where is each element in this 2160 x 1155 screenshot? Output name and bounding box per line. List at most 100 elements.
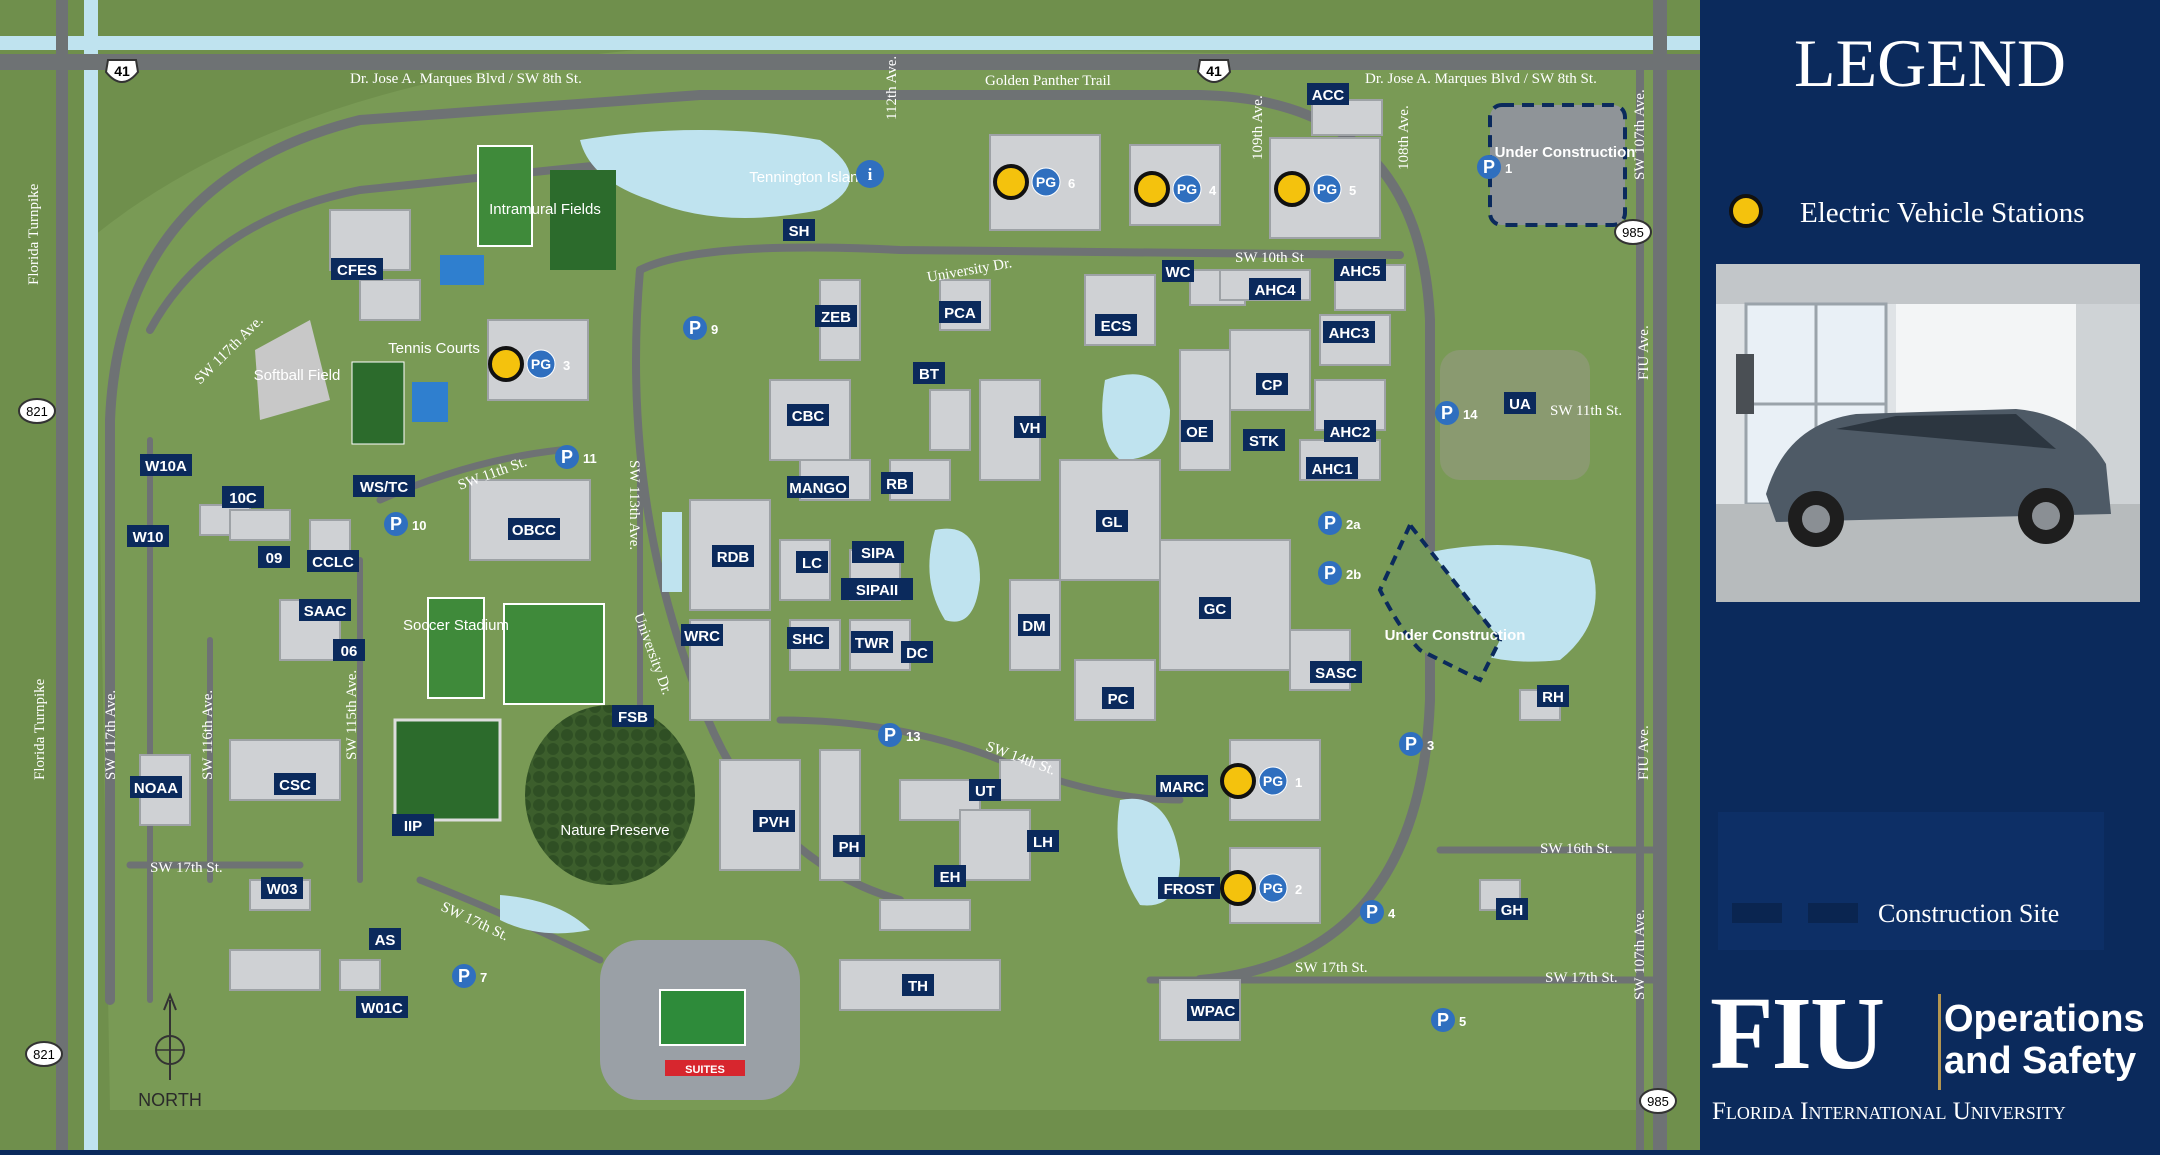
building-label-marc[interactable]: MARC	[1156, 775, 1208, 797]
building-label-zeb[interactable]: ZEB	[815, 305, 857, 327]
building-label-sasc[interactable]: SASC	[1310, 661, 1362, 683]
building-label-csc[interactable]: CSC	[274, 773, 316, 795]
building-label-w03[interactable]: W03	[261, 877, 303, 899]
info-icon[interactable]	[856, 160, 884, 188]
building-label-w01c[interactable]: W01C	[356, 996, 408, 1018]
intramural-field-1	[477, 145, 533, 247]
building-label-gl[interactable]: GL	[1096, 510, 1128, 532]
campus-map[interactable]: SUITES Under Construction Under Construc…	[0, 0, 1708, 1155]
building-label-mango[interactable]: MANGO	[787, 476, 849, 498]
building-label-wrc[interactable]: WRC	[681, 624, 723, 646]
building-label-oe[interactable]: OE	[1181, 420, 1213, 442]
building-label-sh[interactable]: SH	[783, 219, 815, 241]
building-label-gh[interactable]: GH	[1496, 898, 1528, 920]
building-label-w10a[interactable]: W10A	[140, 454, 192, 476]
building-label-cfes[interactable]: CFES	[331, 258, 383, 280]
building-label-sipaii[interactable]: SIPAII	[841, 578, 913, 600]
building-label-stk[interactable]: STK	[1243, 429, 1285, 451]
building-label-w10[interactable]: W10	[127, 525, 169, 547]
svg-text:AHC4: AHC4	[1255, 282, 1296, 299]
building-label-th[interactable]: TH	[902, 974, 934, 996]
building-label-ahc5[interactable]: AHC5	[1334, 259, 1386, 281]
building-label-lh[interactable]: LH	[1027, 830, 1059, 852]
building-label-09[interactable]: 09	[258, 546, 290, 568]
building-label-fsb[interactable]: FSB	[612, 705, 654, 727]
building-label-vh[interactable]: VH	[1014, 416, 1046, 438]
svg-text:41: 41	[114, 63, 130, 79]
building-label-saac[interactable]: SAAC	[299, 599, 351, 621]
svg-text:W03: W03	[267, 881, 298, 898]
road-label-sw10: SW 10th St	[1235, 250, 1305, 266]
building-label-shc[interactable]: SHC	[787, 627, 829, 649]
building-label-cp[interactable]: CP	[1256, 373, 1288, 395]
building-label-acc[interactable]: ACC	[1307, 83, 1349, 105]
building-label-wc[interactable]: WC	[1162, 260, 1194, 282]
building-label-ahc3[interactable]: AHC3	[1323, 321, 1375, 343]
building-label-wstc[interactable]: WS/TC	[353, 475, 415, 497]
building-label-bt[interactable]: BT	[913, 362, 945, 384]
svg-text:OBCC: OBCC	[512, 522, 556, 539]
building-label-sipa[interactable]: SIPA	[852, 541, 904, 563]
svg-text:BT: BT	[919, 366, 939, 383]
svg-text:10C: 10C	[229, 490, 257, 507]
route-821-shield-a: 821	[18, 398, 56, 424]
building-label-ahc1[interactable]: AHC1	[1306, 457, 1358, 479]
building-label-wpac[interactable]: WPAC	[1187, 999, 1239, 1021]
building-label-rb[interactable]: RB	[881, 472, 913, 494]
building-label-noaa[interactable]: NOAA	[130, 776, 182, 798]
building-label-06[interactable]: 06	[333, 639, 365, 661]
building-label-ph[interactable]: PH	[833, 835, 865, 857]
building-label-rh[interactable]: RH	[1537, 685, 1569, 707]
fiu-logo-letters: FIU	[1710, 976, 1885, 1091]
building-label-cclc[interactable]: CCLC	[307, 550, 359, 572]
sw117-curve	[146, 156, 654, 334]
svg-text:2b: 2b	[1346, 567, 1361, 582]
svg-text:WS/TC: WS/TC	[360, 479, 408, 496]
campus-buildings	[139, 209, 1590, 1041]
building-label-ua[interactable]: UA	[1504, 392, 1536, 414]
building-label-gc[interactable]: GC	[1199, 597, 1231, 619]
building-label-pc[interactable]: PC	[1102, 687, 1134, 709]
building-label-cbc[interactable]: CBC	[787, 404, 829, 426]
building-label-rdb[interactable]: RDB	[712, 545, 754, 567]
svg-text:WPAC: WPAC	[1191, 1003, 1236, 1020]
svg-text:2: 2	[1295, 882, 1302, 897]
building-label-dc[interactable]: DC	[901, 641, 933, 663]
building-label-ut[interactable]: UT	[969, 779, 1001, 801]
building-label-eh[interactable]: EH	[934, 865, 966, 887]
building-label-as[interactable]: AS	[369, 928, 401, 950]
building-label-ecs[interactable]: ECS	[1095, 314, 1137, 336]
building-label-iip[interactable]: IIP	[392, 814, 434, 836]
road-label-sw107-n: SW 107th Ave.	[1632, 89, 1648, 180]
nature-preserve-label: Nature Preserve	[560, 822, 669, 839]
building-label-twr[interactable]: TWR	[851, 631, 893, 653]
building-label-pvh[interactable]: PVH	[753, 810, 795, 832]
building-label-dm[interactable]: DM	[1018, 614, 1050, 636]
building-label-obcc[interactable]: OBCC	[508, 518, 560, 540]
building-label-pca[interactable]: PCA	[939, 301, 981, 323]
building-label-frost[interactable]: FROST	[1158, 877, 1220, 899]
building-label-10c[interactable]: 10C	[222, 486, 264, 508]
building-label-ahc4[interactable]: AHC4	[1249, 278, 1301, 300]
building-label-ahc2[interactable]: AHC2	[1324, 420, 1376, 442]
building-label-lc[interactable]: LC	[796, 551, 828, 573]
